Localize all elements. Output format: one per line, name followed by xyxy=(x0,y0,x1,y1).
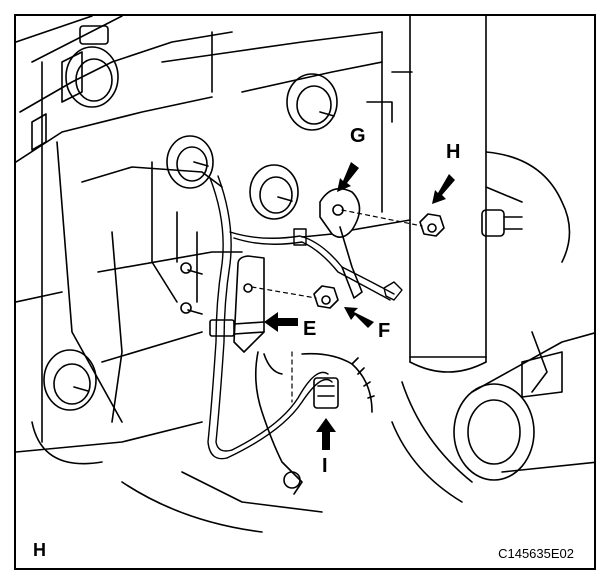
arrow-h xyxy=(432,174,455,204)
figure-corner-letter: H xyxy=(33,540,46,560)
callout-i: I xyxy=(322,455,328,477)
callout-e: E xyxy=(303,318,317,340)
suspension-illustration xyxy=(16,16,594,533)
callout-f: F xyxy=(378,320,391,342)
alignment-lines xyxy=(251,209,423,403)
sensor-connector xyxy=(254,351,375,495)
figure-frame: G H E F I H C145635E02 xyxy=(14,14,596,570)
body-panel xyxy=(16,16,413,533)
nuts xyxy=(313,213,445,309)
callout-h: H xyxy=(446,141,461,163)
pointer-arrows xyxy=(264,162,455,450)
lower-arm xyxy=(391,331,594,503)
arrow-i xyxy=(316,418,336,450)
harness-bracket xyxy=(209,255,265,353)
grommets xyxy=(43,46,338,411)
arrow-f xyxy=(344,307,374,328)
shock-absorber xyxy=(409,16,571,373)
harness-wires xyxy=(207,175,403,460)
arrow-g xyxy=(337,162,359,192)
figure-id-label: C145635E02 xyxy=(498,546,574,561)
callout-g: G xyxy=(350,125,366,147)
arrow-e xyxy=(264,312,298,332)
